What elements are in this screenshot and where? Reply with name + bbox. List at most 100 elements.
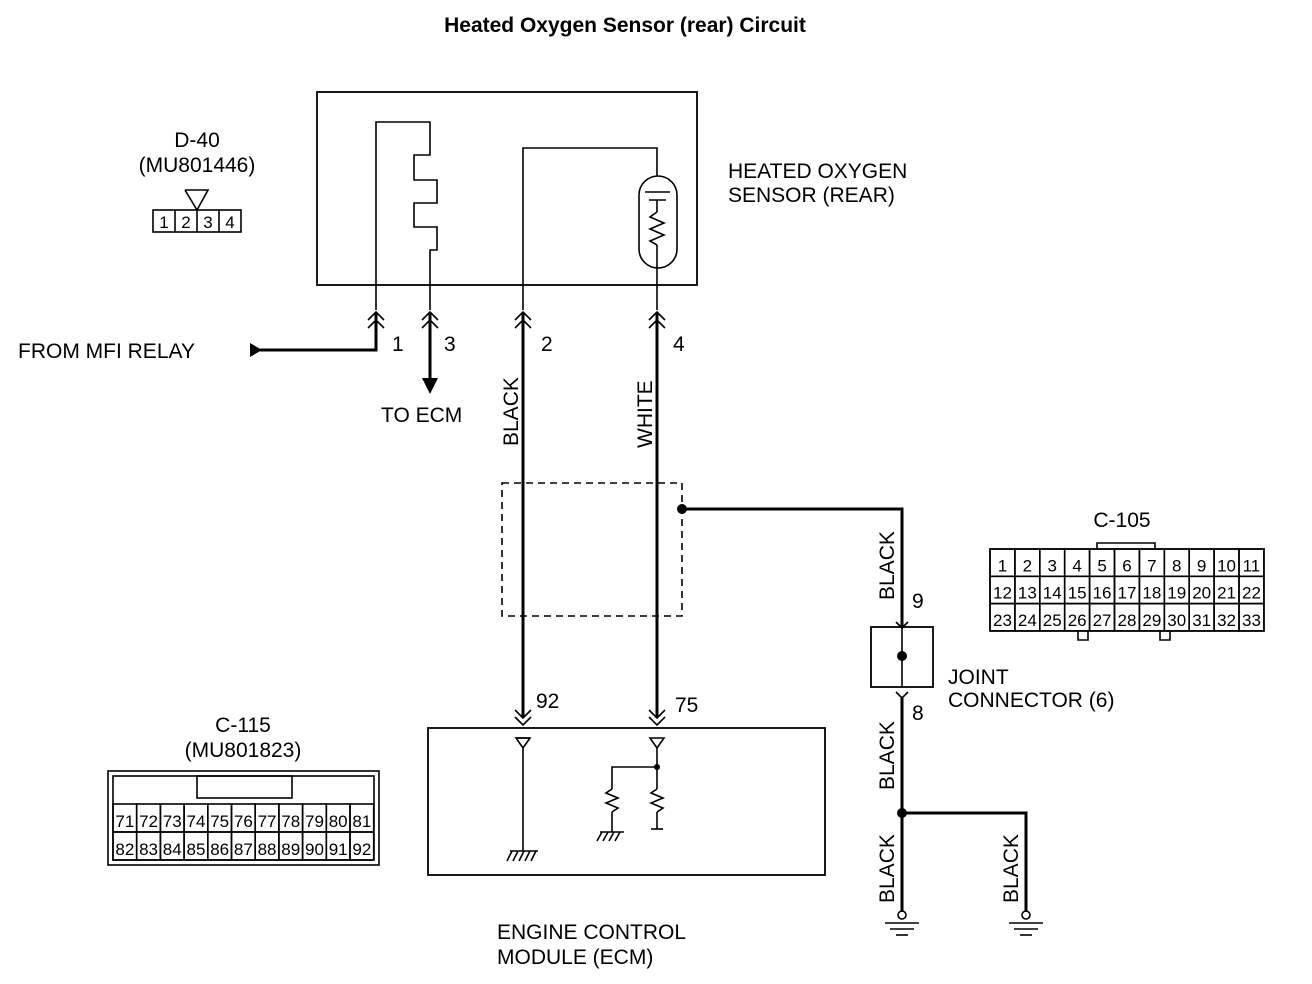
pin4-label: 4 [673, 333, 685, 356]
c105-pin-label: 32 [1217, 611, 1236, 630]
c115-pin-label: 91 [329, 840, 348, 859]
c105-pin-label: 6 [1122, 556, 1131, 575]
c115-pin-label: 88 [258, 840, 277, 859]
d40-lock-icon [184, 189, 210, 212]
joint-connector: JOINT CONNECTOR (6) 8 [870, 621, 1114, 725]
pin3-circuit: 3 TO ECM [381, 312, 462, 427]
sensor-terminals [367, 310, 666, 329]
ecm-label-line2: MODULE (ECM) [497, 946, 653, 969]
from-mfi-relay-label: FROM MFI RELAY [18, 340, 195, 363]
heater-element-symbol [375, 121, 438, 310]
c115-pin-label: 82 [115, 840, 134, 859]
c115-pin-cell [349, 831, 375, 861]
c115-pin-label: 84 [163, 840, 182, 859]
chassis-ground-icon [596, 831, 624, 842]
c115-pin-label: 75 [210, 812, 229, 831]
c105-pin-label: 17 [1117, 584, 1136, 603]
oxygen-sensor-box [316, 91, 698, 286]
c105-pin-label: 33 [1242, 611, 1261, 630]
c105-pin-label: 29 [1142, 611, 1161, 630]
c105-pin-cell [1238, 602, 1265, 632]
d40-pin: 2 [181, 213, 190, 232]
sensor-signal-wire [522, 147, 658, 310]
pin1-circuit: FROM MFI RELAY 1 [18, 312, 404, 363]
c105-pin-label: 1 [998, 556, 1007, 575]
c105-pin-label: 9 [1197, 556, 1206, 575]
wire-color-black: BLACK [876, 721, 899, 790]
c115-pin-label: 77 [258, 812, 277, 831]
c105-pin-label: 5 [1097, 556, 1106, 575]
to-ecm-arrow-icon [422, 378, 438, 394]
joint-connector-label-line2: CONNECTOR (6) [948, 689, 1114, 712]
c105-pin-label: 31 [1192, 611, 1211, 630]
c105-pin-label: 7 [1147, 556, 1156, 575]
c105-pin-label: 8 [1172, 556, 1181, 575]
to-ecm-label: TO ECM [381, 404, 462, 427]
c105-pin-label: 21 [1217, 584, 1236, 603]
c115-pin-label: 78 [281, 812, 300, 831]
c115-pin-label: 83 [139, 840, 158, 859]
c115-pin-label: 89 [281, 840, 300, 859]
wire-color-black: BLACK [1000, 834, 1023, 903]
c115-pin-label: 79 [305, 812, 324, 831]
c105-pin-label: 16 [1093, 584, 1112, 603]
pin2-label: 2 [541, 333, 553, 356]
pin3-label: 3 [444, 333, 456, 356]
c115-lock-tab [196, 775, 293, 799]
c115-pin-label: 81 [352, 812, 371, 831]
pin2-circuit: 2 BLACK 92 [500, 312, 559, 727]
d40-pin: 4 [225, 213, 234, 232]
wire-color-black: BLACK [876, 834, 899, 903]
c105-pin-label: 18 [1142, 584, 1161, 603]
c105-pin-label: 24 [1018, 611, 1037, 630]
ecm-pin75-label: 75 [675, 694, 698, 717]
d40-name: D-40 [174, 129, 220, 152]
ground-circuit: BLACK BLACK BLACK [876, 698, 1043, 936]
c105-pin-label: 22 [1242, 584, 1261, 603]
c105-pin-label: 11 [1243, 556, 1261, 575]
ground-icon [885, 910, 919, 936]
oxygen-sensor: HEATED OXYGEN SENSOR (REAR) [316, 91, 907, 310]
c105-pin-label: 3 [1048, 556, 1057, 575]
c115-pin-label: 73 [163, 812, 182, 831]
ground-icon [1009, 910, 1043, 936]
sensor-label-line2: SENSOR (REAR) [728, 184, 895, 207]
c115-part-number: (MU801823) [185, 739, 302, 762]
c105-pin-label: 27 [1093, 611, 1112, 630]
wire-color-white: WHITE [634, 380, 657, 448]
c115-pin-label: 80 [329, 812, 348, 831]
c105-pin-label: 13 [1018, 584, 1037, 603]
pin4-circuit: 4 WHITE 75 [634, 312, 698, 727]
ecm-pin92-label: 92 [536, 690, 559, 713]
ecm-resistor-icon [603, 788, 621, 813]
d40-connector: D-40 (MU801446) 1 2 3 4 [139, 129, 255, 233]
sensor-element-symbol [638, 175, 678, 269]
c105-pin-label: 2 [1023, 556, 1032, 575]
c115-pin-label: 90 [305, 840, 324, 859]
c105-pin-label: 26 [1068, 611, 1087, 630]
d40-pin: 1 [159, 213, 168, 232]
diagram-title: Heated Oxygen Sensor (rear) Circuit [444, 14, 806, 37]
c105-pin-label: 25 [1043, 611, 1062, 630]
shielded-cable-box [501, 482, 683, 617]
c115-pin-label: 86 [210, 840, 229, 859]
c105-name: C-105 [1093, 509, 1150, 532]
c105-pin-label: 4 [1072, 556, 1081, 575]
c115-pin-label: 72 [139, 812, 158, 831]
c115-pin-label: 71 [115, 812, 134, 831]
c105-lock-tab [1096, 542, 1156, 549]
chassis-ground-icon [506, 850, 538, 862]
c115-pin-label: 92 [352, 840, 371, 859]
c105-pin-label: 12 [993, 584, 1012, 603]
c105-pin-label: 14 [1043, 584, 1062, 603]
ecm: ENGINE CONTROL MODULE (ECM) [427, 727, 826, 969]
ecm-box [427, 727, 826, 876]
ecm-label-line1: ENGINE CONTROL [497, 921, 686, 944]
joint-pin8-label: 8 [912, 702, 924, 725]
joint-connector-label-line1: JOINT [948, 666, 1009, 689]
c105-pin-label: 30 [1167, 611, 1186, 630]
c105-pin-label: 28 [1117, 611, 1136, 630]
